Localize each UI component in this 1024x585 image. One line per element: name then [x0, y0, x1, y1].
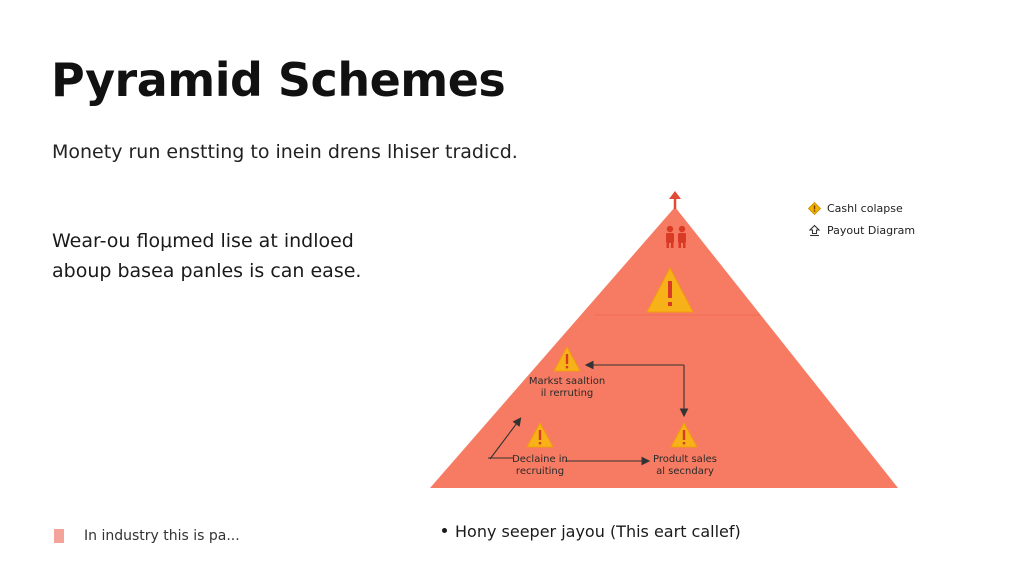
bullet-note: Hony seeper jayou (This eart callef): [442, 522, 741, 541]
node-sales-label-1: Prodult sales: [653, 454, 717, 465]
top-arrow-icon: [669, 191, 681, 209]
body-line-1: Wear-ou floμmed lise at indloed: [52, 230, 354, 252]
footer-note-text: In industry this is pa...: [84, 528, 240, 544]
diamond-warning-icon: [808, 201, 821, 215]
node-recruiting-label-2: recruiting: [516, 466, 564, 477]
node-recruiting-label-1: Declaine in: [512, 454, 568, 465]
warning-icon-market: [553, 345, 581, 372]
upload-arrow-icon: [808, 224, 821, 236]
footer-note: In industry this is pa...: [54, 528, 240, 544]
warning-icon-recruiting: [526, 421, 554, 448]
node-market-label-1: Markst saaltion: [529, 376, 605, 387]
pyramid-shape: [430, 207, 898, 488]
node-sales-label-2: al secndary: [656, 466, 714, 477]
warning-icon-sales: [670, 421, 698, 448]
arrow-up-to-market: [489, 417, 522, 460]
pyramid-diagram: Markst saaltion il rerruting Declaine in…: [420, 185, 910, 495]
bullet-note-text: Hony seeper jayou (This eart callef): [455, 522, 741, 541]
slide-subtitle: Monety run enstting to inein drens lhise…: [52, 141, 518, 163]
legend-label: Cashl colapse: [827, 201, 903, 215]
legend-item-payout-diagram: Payout Diagram: [808, 222, 915, 238]
page-title: Pyramid Schemes: [51, 53, 506, 107]
body-line-2: aboup basea panles is can ease.: [52, 260, 362, 282]
pyramid-svg: Markst saaltion il rerruting Declaine in…: [430, 191, 898, 488]
people-icon: [666, 225, 686, 248]
slide-body-text: Wear-ou floμmed lise at indloed aboup ba…: [52, 226, 361, 286]
warning-icon-large: [646, 266, 694, 313]
legend-label: Payout Diagram: [827, 223, 916, 237]
legend: Cashl colapse Payout Diagram: [808, 200, 915, 244]
node-market-label-2: il rerruting: [541, 388, 594, 399]
bullet-dot-icon: [442, 528, 447, 533]
footer-color-marker: [54, 529, 64, 543]
legend-item-cash-collapse: Cashl colapse: [808, 200, 915, 216]
